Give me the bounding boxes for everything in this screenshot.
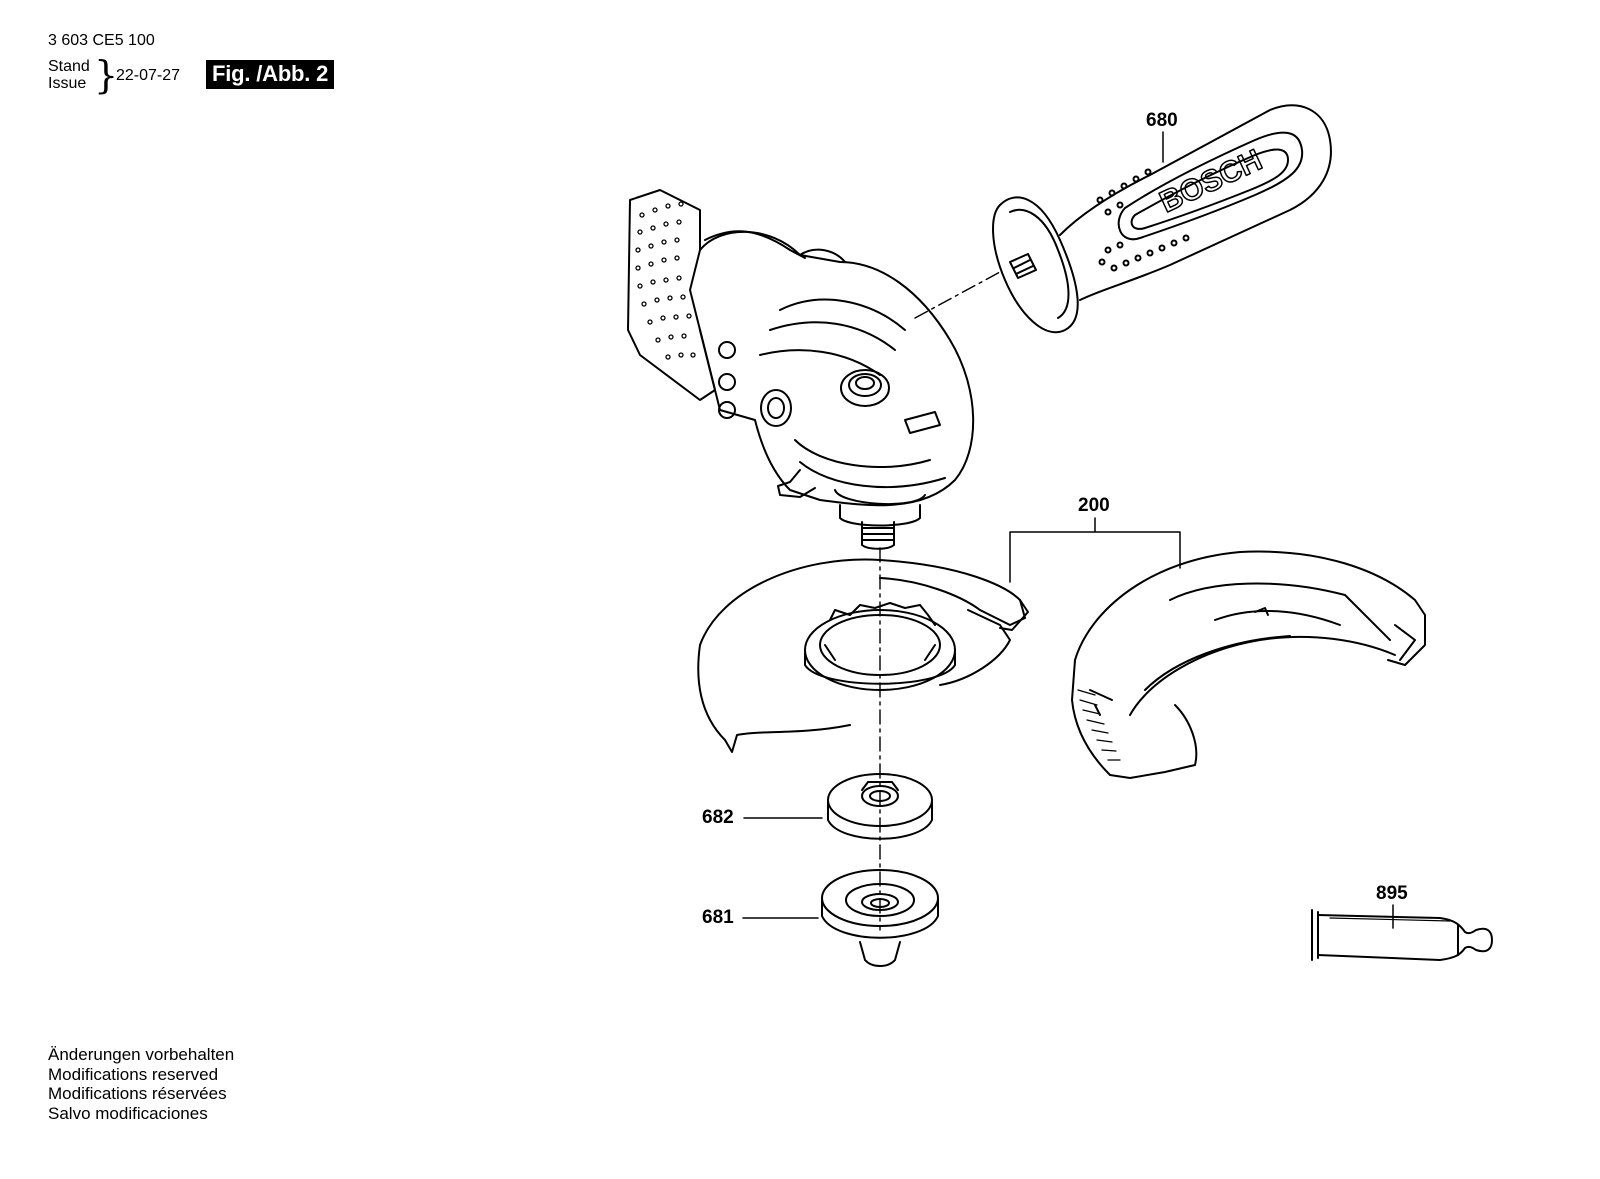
callout-200: 200 bbox=[1078, 495, 1110, 516]
issue-label: Issue bbox=[48, 75, 87, 92]
guard-callout-bracket bbox=[1009, 517, 1181, 583]
grease-tube bbox=[1311, 909, 1493, 961]
callout-895: 895 bbox=[1376, 883, 1408, 904]
housing-grip-texture bbox=[635, 201, 696, 360]
part-number: 3 603 CE5 100 bbox=[48, 32, 155, 49]
notice-line-en: Modifications reserved bbox=[48, 1064, 219, 1084]
protection-guard-left bbox=[697, 558, 1029, 753]
auxiliary-handle bbox=[992, 104, 1332, 333]
notice-line-de: Änderungen vorbehalten bbox=[48, 1045, 235, 1064]
figure-label: Fig. /Abb. 2 bbox=[206, 60, 335, 89]
callout-680: 680 bbox=[1146, 110, 1178, 131]
callout-682: 682 bbox=[702, 807, 734, 828]
clamping-nut bbox=[827, 773, 933, 840]
grinder-head bbox=[627, 189, 975, 550]
brace-glyph: } bbox=[94, 53, 119, 97]
handle-brand-logo: BOSCH bbox=[1155, 144, 1267, 220]
notice-line-fr: Modifications réservées bbox=[48, 1084, 227, 1103]
protection-guard-right bbox=[1071, 550, 1426, 779]
stand-issue-labels: Stand Issue bbox=[48, 58, 90, 92]
modifications-notice: Änderungen vorbehalten Modifications res… bbox=[48, 1045, 234, 1123]
notice-line-es: Salvo modificaciones bbox=[48, 1103, 208, 1123]
mounting-flange bbox=[821, 869, 939, 967]
callout-681: 681 bbox=[702, 907, 734, 928]
issue-date: 22-07-27 bbox=[116, 67, 181, 84]
handle-assembly-line bbox=[914, 271, 1001, 319]
stand-label: Stand bbox=[48, 58, 90, 75]
